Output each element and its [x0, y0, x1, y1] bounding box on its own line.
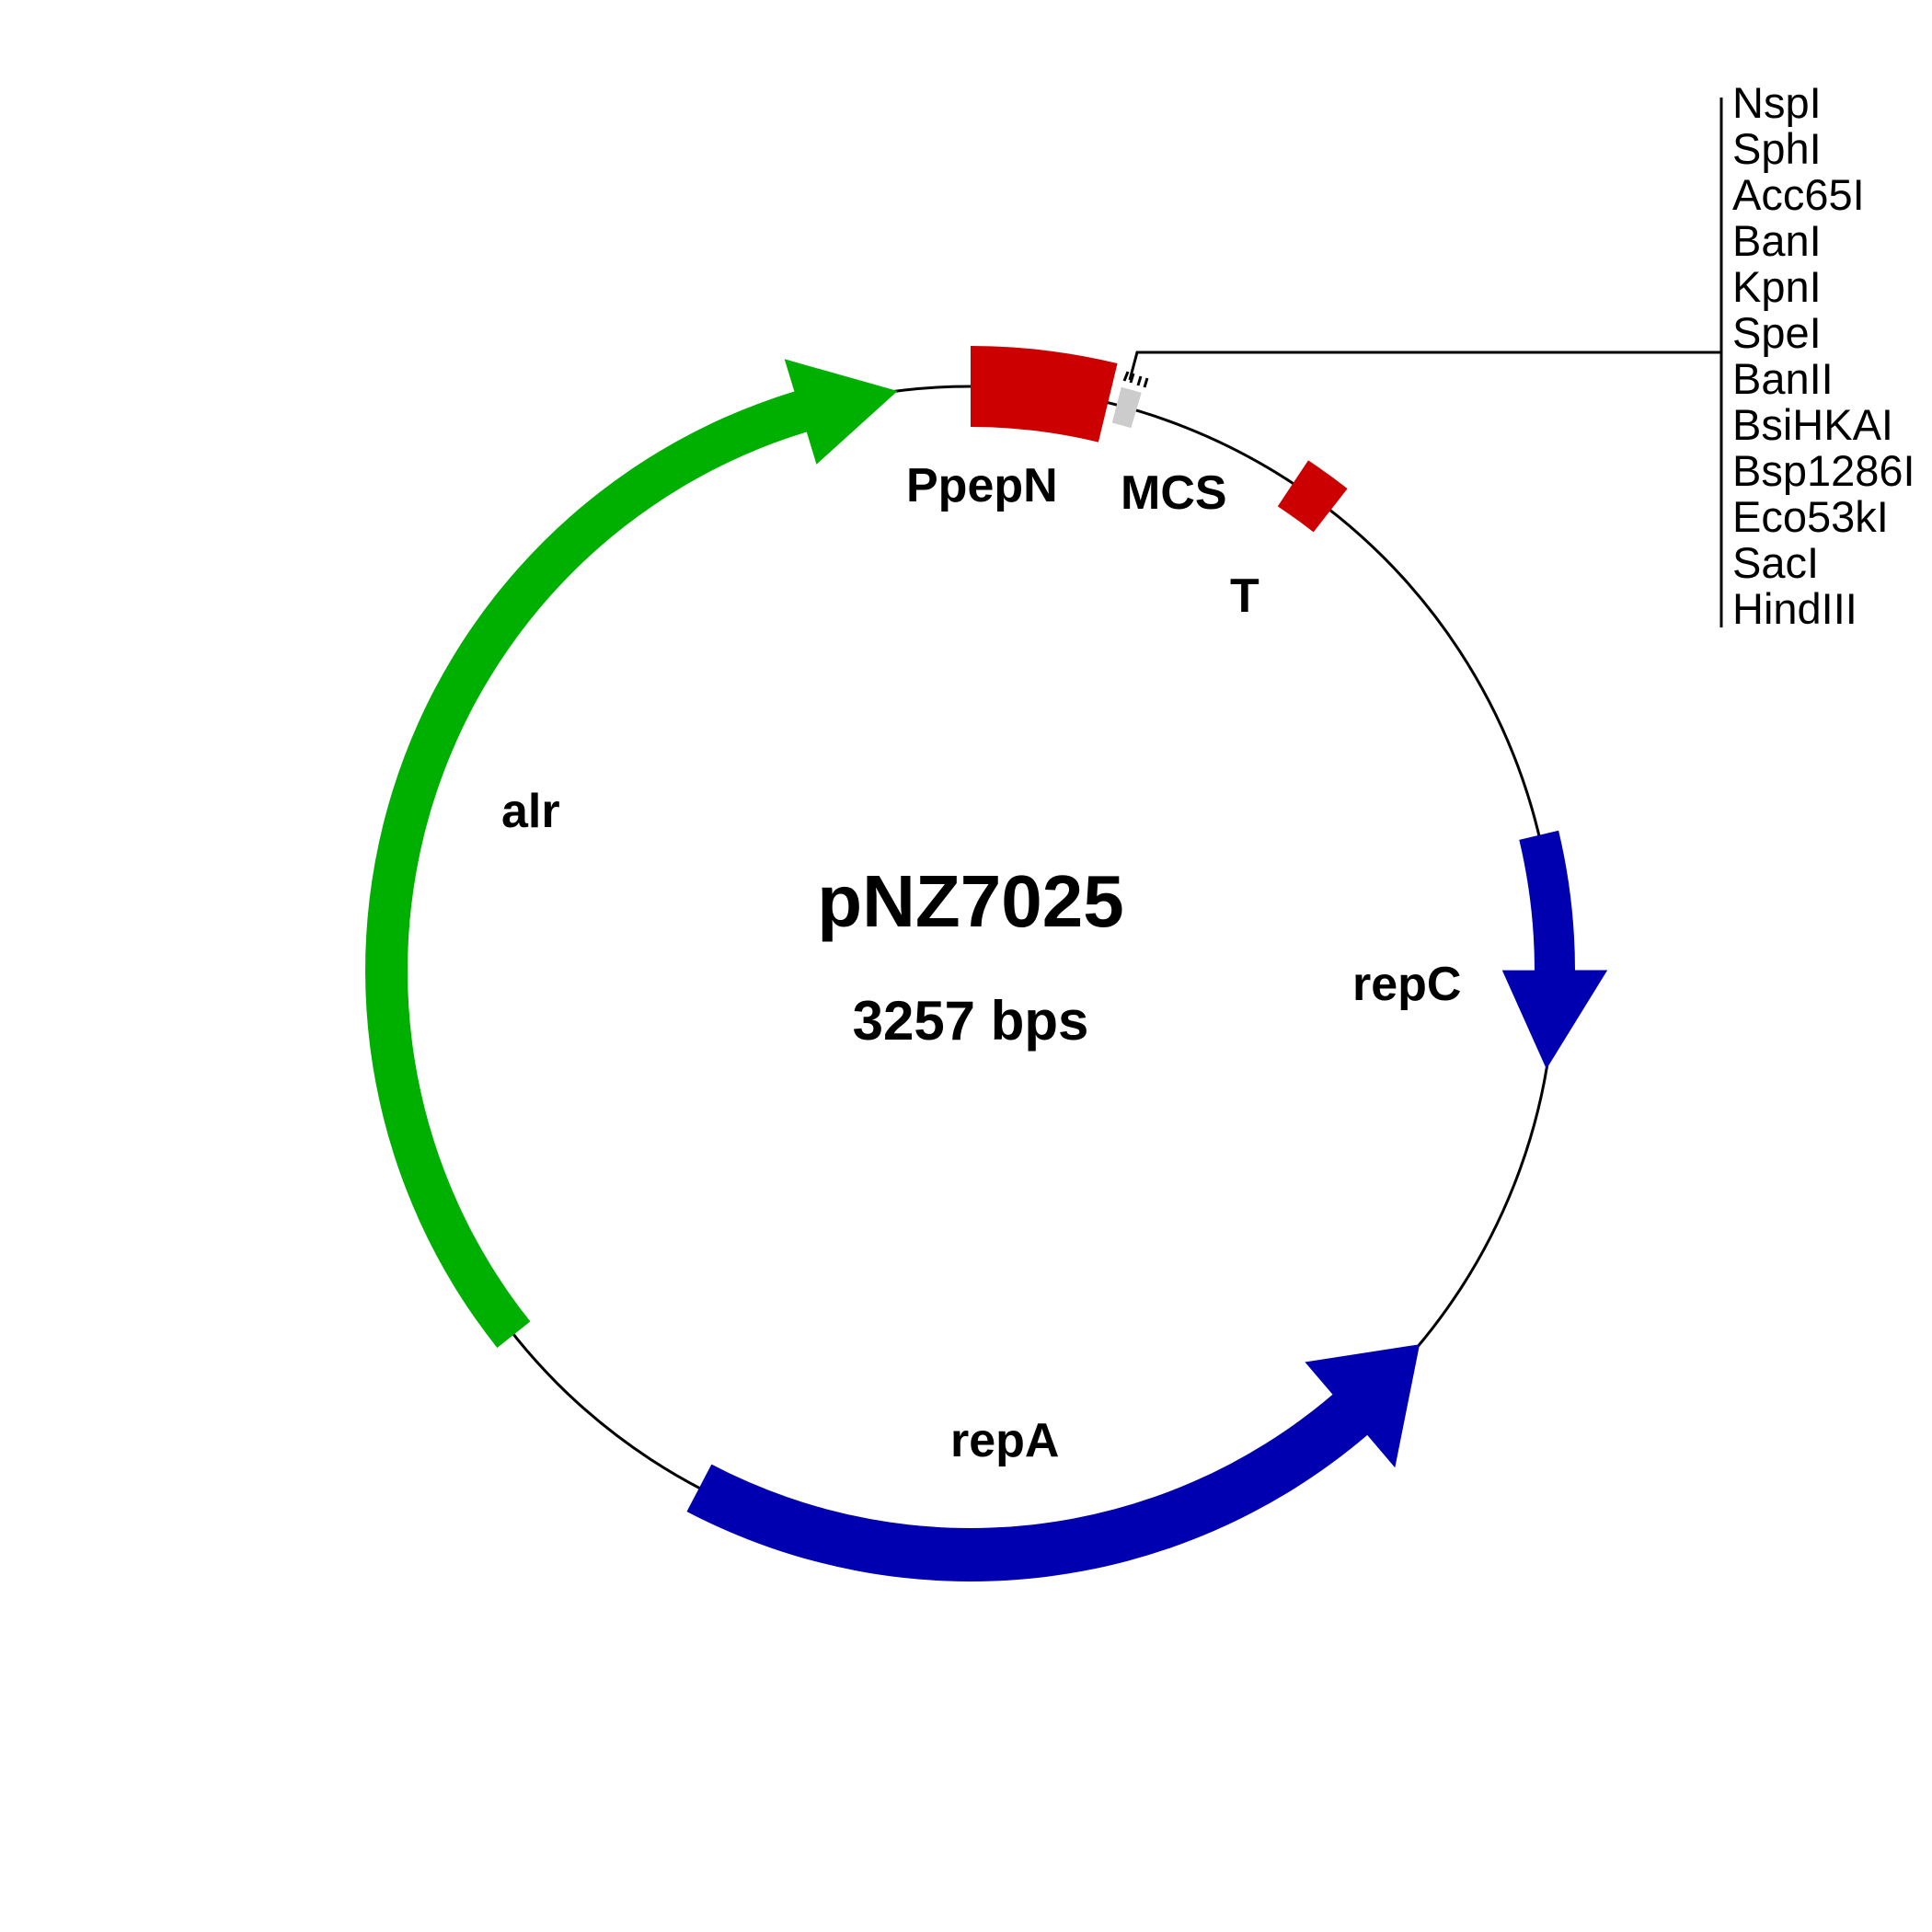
feature-repc	[1501, 830, 1608, 1069]
feature-mcs	[1111, 386, 1142, 429]
site-tick	[1122, 371, 1130, 382]
enzyme-label: NspI	[1732, 78, 1822, 127]
site-tick	[1129, 373, 1135, 384]
enzyme-label: SacI	[1732, 538, 1819, 587]
feature-label-repa: repA	[950, 1414, 1059, 1467]
feature-t	[1277, 460, 1348, 533]
enzyme-label: Acc65I	[1732, 170, 1865, 219]
site-tick	[1136, 375, 1143, 386]
feature-repa	[686, 1344, 1420, 1581]
feature-label-ppepn: PpepN	[906, 459, 1058, 512]
features-layer	[365, 346, 1608, 1581]
enzyme-label: Eco53kI	[1732, 492, 1889, 541]
enzyme-label: BanI	[1732, 216, 1822, 265]
enzyme-label: SphI	[1732, 124, 1822, 173]
feature-ppepn	[971, 346, 1118, 443]
enzyme-list: NspISphIAcc65IBanIKpnISpeIBanIIBsiHKAIBs…	[1732, 78, 1915, 633]
enzyme-label: Bsp1286I	[1732, 446, 1915, 495]
feature-alr	[365, 359, 898, 1348]
feature-label-t: T	[1230, 569, 1259, 623]
enzyme-label: HindIII	[1732, 584, 1857, 633]
plasmid-size: 3257 bps	[853, 990, 1089, 1052]
plasmid-name: pNZ7025	[817, 860, 1123, 942]
feature-label-repc: repC	[1352, 958, 1461, 1011]
enzyme-label: SpeI	[1732, 308, 1822, 357]
feature-label-alr: alr	[501, 785, 560, 838]
mcs-ticks	[1122, 371, 1149, 388]
enzyme-label: BsiHKAI	[1732, 400, 1893, 449]
enzyme-label: KpnI	[1732, 262, 1822, 311]
enzyme-label: BanII	[1732, 354, 1834, 403]
feature-label-mcs: MCS	[1121, 466, 1227, 520]
site-tick	[1143, 377, 1149, 388]
mcs-leader-line	[1128, 351, 1721, 381]
